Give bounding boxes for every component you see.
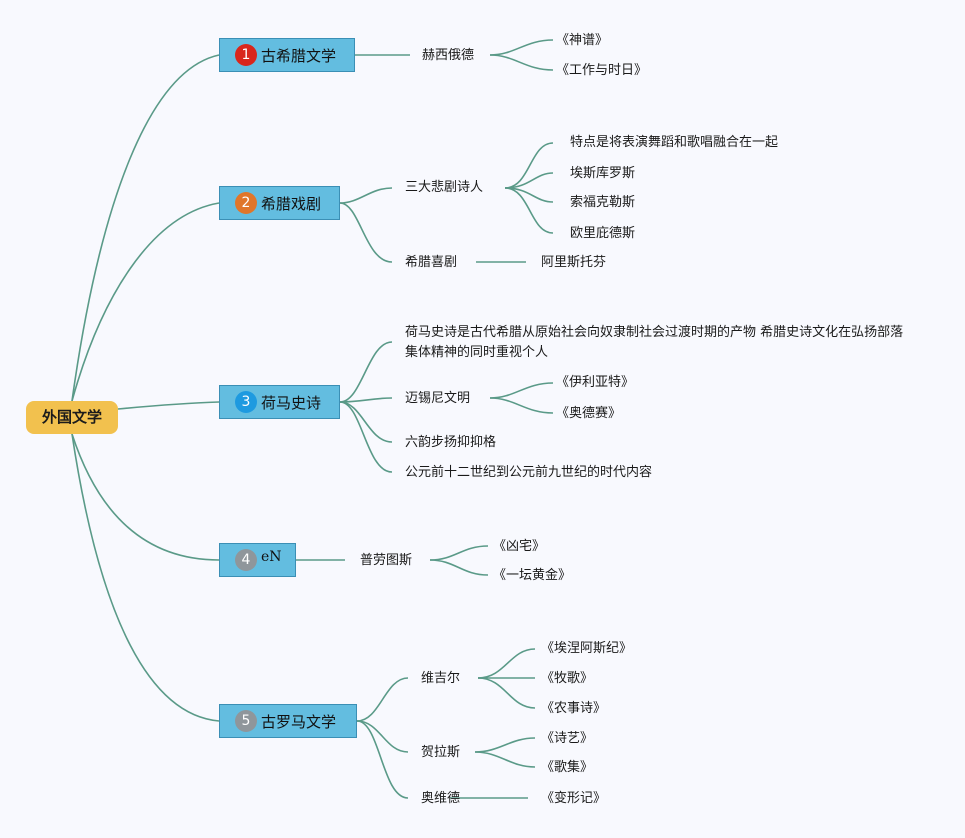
number-badge: 1 [235,44,257,66]
leaf-aeneid[interactable]: 《埃涅阿斯纪》 [541,641,633,656]
number-badge: 4 [235,549,257,571]
topic-virgil[interactable]: 维吉尔 [421,671,461,686]
leaf-odes[interactable]: 《歌集》 [541,760,594,775]
topic-plautus[interactable]: 普劳图斯 [360,553,413,568]
leaf-iliad[interactable]: 《伊利亚特》 [556,375,635,390]
leaf-aristophanes[interactable]: 阿里斯托芬 [541,255,607,270]
number-badge: 3 [235,391,257,413]
leaf-metamorphoses[interactable]: 《变形记》 [541,791,607,806]
topic-homer-description[interactable]: 荷马史诗是古代希腊从原始社会向奴隶制社会过渡时期的产物 希腊史诗文化在弘扬部落集… [405,325,904,360]
topic-era-content[interactable]: 公元前十二世纪到公元前九世纪的时代内容 [405,465,653,480]
root-node[interactable]: 外国文学 [26,401,118,434]
branch-node-greek-drama[interactable]: 2 希腊戏剧 [219,186,340,220]
leaf-georgics[interactable]: 《农事诗》 [541,701,607,716]
branch-label: 古希腊文学 [261,46,337,65]
topic-hesiod[interactable]: 赫西俄德 [422,48,475,63]
leaf-works-and-days[interactable]: 《工作与时日》 [556,63,648,78]
topic-greek-comedy[interactable]: 希腊喜剧 [405,255,458,270]
leaf-haunted-house[interactable]: 《凶宅》 [493,539,546,554]
leaf-tragedy-feature[interactable]: 特点是将表演舞蹈和歌唱融合在一起 [570,135,779,150]
branch-label: 荷马史诗 [261,393,322,412]
branch-node-ancient-roman-literature[interactable]: 5 古罗马文学 [219,704,357,738]
leaf-sophocles[interactable]: 索福克勒斯 [570,195,636,210]
branch-label: eN [261,549,282,565]
branch-label: 希腊戏剧 [261,194,322,213]
leaf-odyssey[interactable]: 《奥德赛》 [556,406,622,421]
branch-node-homeric-epics[interactable]: 3 荷马史诗 [219,385,340,419]
leaf-ars-poetica[interactable]: 《诗艺》 [541,731,594,746]
leaf-aeschylus[interactable]: 埃斯库罗斯 [570,166,636,181]
leaf-euripides[interactable]: 欧里庇德斯 [570,226,636,241]
number-badge: 2 [235,192,257,214]
topic-three-tragedians[interactable]: 三大悲剧诗人 [405,180,484,195]
branch-node-ancient-greek-literature[interactable]: 1 古希腊文学 [219,38,355,72]
topic-mycenaean-civilization[interactable]: 迈锡尼文明 [405,391,471,406]
number-badge: 5 [235,710,257,732]
leaf-eclogues[interactable]: 《牧歌》 [541,671,594,686]
topic-dactylic-hexameter[interactable]: 六韵步扬抑抑格 [405,435,497,450]
topic-ovid[interactable]: 奥维德 [421,791,461,806]
leaf-pot-of-gold[interactable]: 《一坛黄金》 [493,568,572,583]
topic-horace[interactable]: 贺拉斯 [421,745,461,760]
branch-node-en[interactable]: 4 eN [219,543,296,577]
leaf-theogony[interactable]: 《神谱》 [556,33,609,48]
branch-label: 古罗马文学 [261,712,337,731]
